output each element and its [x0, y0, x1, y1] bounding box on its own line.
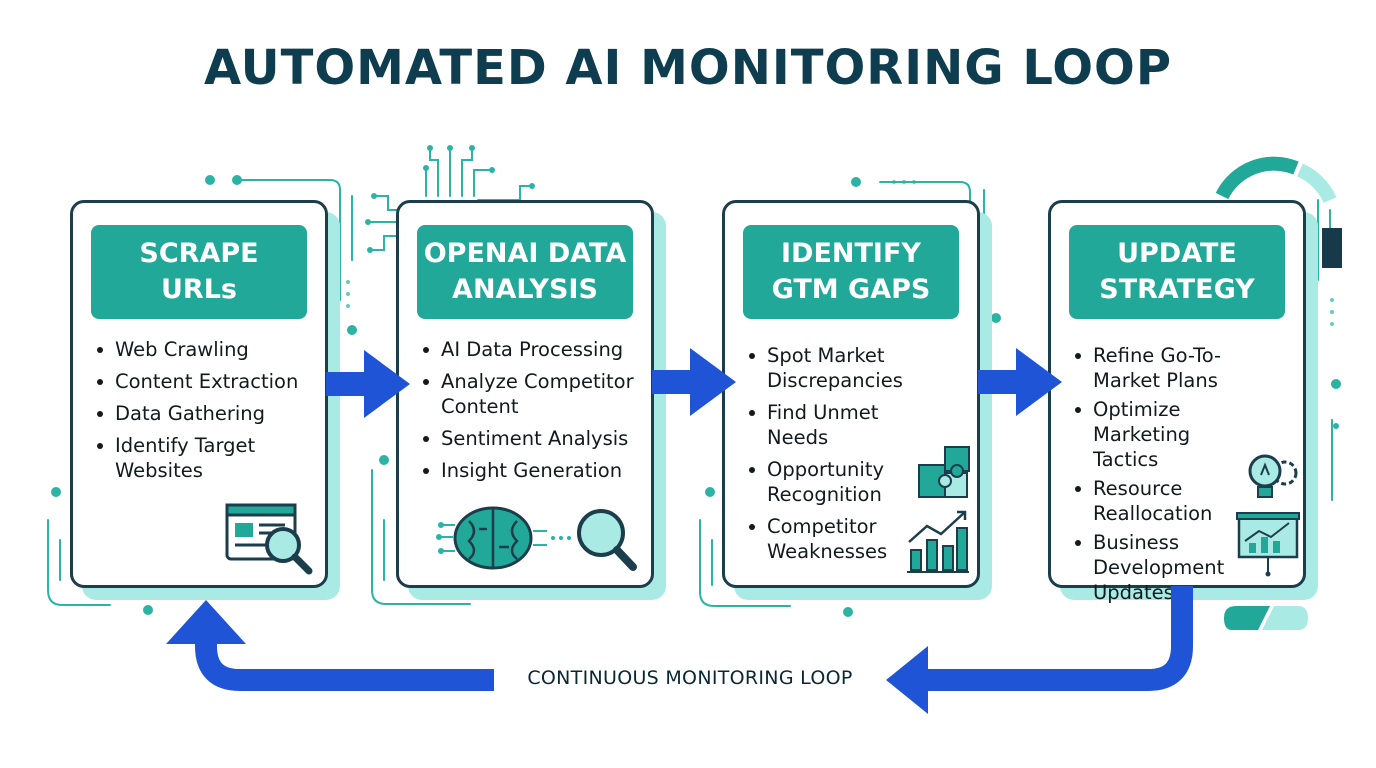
bullet-item: Data Gathering [95, 401, 317, 426]
step-card-update-strategy: UPDATE STRATEGY Refine Go-To-Market Plan… [1048, 200, 1306, 604]
bullet-item: Find Unmet Needs [747, 400, 917, 450]
step-card-identify-gaps: IDENTIFY GTM GAPS Spot Market Discrepanc… [722, 200, 980, 588]
webpage-search-icon [225, 503, 313, 575]
bullet-item: Opportunity Recognition [747, 457, 917, 507]
bullet-item: Content Extraction [95, 369, 317, 394]
bullet-item: Identify Target Websites [95, 433, 317, 483]
bullet-list: AI Data Processing Analyze Competitor Co… [421, 337, 643, 490]
bullet-list: Spot Market Discrepancies Find Unmet Nee… [747, 343, 917, 571]
page-title: AUTOMATED AI MONITORING LOOP [203, 40, 1173, 96]
bullet-item: Resource Reallocation [1073, 476, 1233, 526]
step-header: SCRAPE URLs [91, 225, 307, 319]
presentation-chart-icon [1236, 512, 1300, 577]
puzzle-icon [918, 446, 970, 498]
bullet-item: Spot Market Discrepancies [747, 343, 917, 393]
bullet-list: Web Crawling Content Extraction Data Gat… [95, 337, 317, 490]
bullet-item: Business Development Updates [1073, 530, 1233, 605]
growth-chart-icon [907, 510, 969, 573]
bullet-item: Web Crawling [95, 337, 317, 362]
step-card-scrape-urls: SCRAPE URLs Web Crawling Content Extract… [70, 200, 328, 588]
bullet-item: Sentiment Analysis [421, 426, 643, 451]
bullet-item: Analyze Competitor Content [421, 369, 643, 419]
brain-magnifier-icon [436, 506, 637, 571]
step-header: IDENTIFY GTM GAPS [743, 225, 959, 319]
bullet-item: Insight Generation [421, 458, 643, 483]
step-card-openai-analysis: OPENAI DATA ANALYSIS AI Data Processing … [396, 200, 654, 588]
bullet-item: Competitor Weaknesses [747, 514, 917, 564]
bullet-item: Refine Go-To-Market Plans [1073, 343, 1233, 393]
bullet-item: AI Data Processing [421, 337, 643, 362]
loop-label: CONTINUOUS MONITORING LOOP [527, 667, 853, 689]
bullet-item: Optimize Marketing Tactics [1073, 397, 1233, 472]
step-header: OPENAI DATA ANALYSIS [417, 225, 633, 319]
bullet-list: Refine Go-To-Market Plans Optimize Marke… [1073, 343, 1233, 609]
lightbulb-gear-icon [1248, 454, 1298, 498]
step-header: UPDATE STRATEGY [1069, 225, 1285, 319]
